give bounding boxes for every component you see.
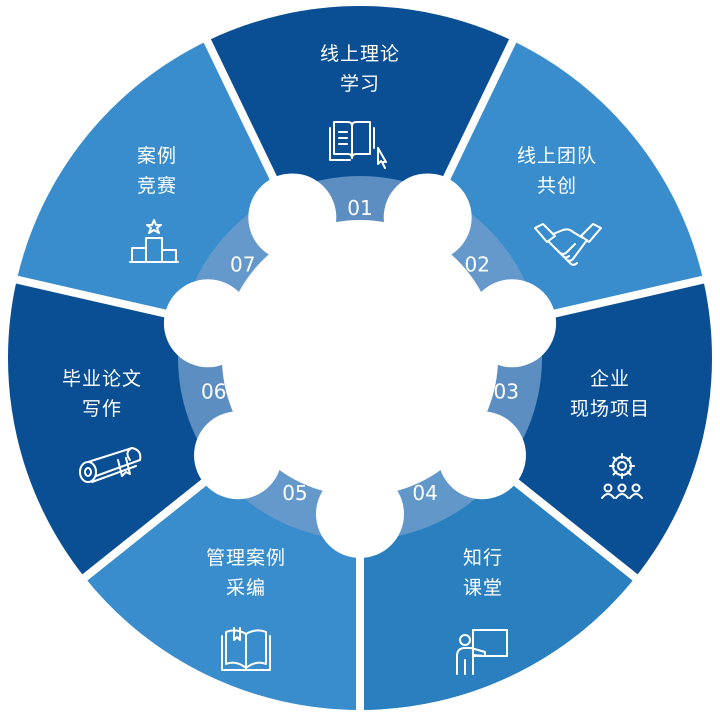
gear-team-icon [601, 453, 643, 499]
segment-02-title-line1: 线上团队 [517, 145, 597, 167]
teacher-board-icon [456, 629, 508, 675]
step-number: 02 [465, 252, 490, 276]
handshake-icon [534, 223, 602, 266]
step-number: 05 [282, 481, 307, 505]
step-number: 06 [201, 379, 226, 403]
step-number: 04 [412, 481, 437, 505]
podium-icon [129, 219, 179, 263]
segment-01-title-line1: 线上理论 [320, 43, 400, 65]
segment-05-title-line1: 管理案例 [206, 547, 286, 569]
segment-06-title-line1: 毕业论文 [62, 368, 142, 390]
segment-03-title-line2: 现场项目 [570, 398, 650, 420]
segment-05-title-line2: 采编 [226, 577, 266, 599]
segment-07-title-line2: 竞赛 [137, 175, 177, 197]
center-star [163, 173, 557, 558]
center-star-core [222, 220, 498, 496]
segment-07-title-line1: 案例 [137, 145, 177, 167]
diploma-icon [79, 447, 142, 483]
open-book-icon [221, 627, 271, 671]
step-number: 03 [494, 379, 519, 403]
segment-02-title-line2: 共创 [537, 175, 577, 197]
step-number: 01 [347, 196, 372, 220]
segment-01-title-line2: 学习 [340, 73, 380, 95]
segment-06-title-line2: 写作 [82, 398, 122, 420]
segment-03-title-line1: 企业 [590, 368, 630, 390]
book-icon [329, 121, 387, 169]
step-number: 07 [230, 252, 255, 276]
segment-04-title-line2: 课堂 [463, 577, 503, 599]
segment-04-title-line1: 知行 [463, 547, 503, 569]
